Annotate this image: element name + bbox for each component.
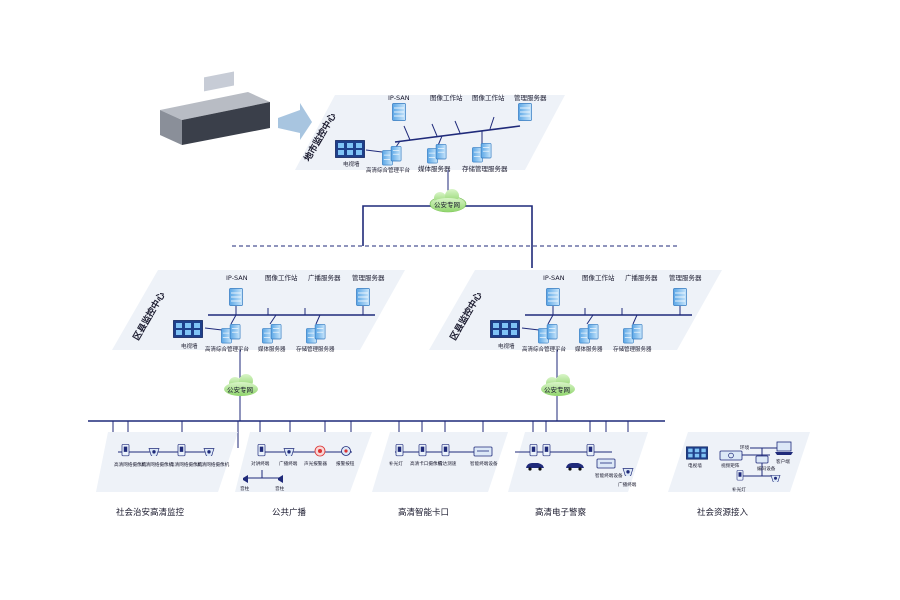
alarm-button-icon <box>341 446 351 456</box>
encoder-icon <box>755 455 769 464</box>
camera-icon <box>542 444 551 457</box>
city-bottom-label-3: 存储管理服务器 <box>462 164 508 173</box>
ip-san-icon <box>546 288 560 306</box>
broadcast-device-4: 报警按钮 <box>336 460 355 467</box>
laptop-icon <box>775 441 793 455</box>
social-title: 社会资源接入 <box>697 507 749 518</box>
cloud-label: 公安专网 <box>434 200 460 209</box>
broadcast-sub-2: 音柱 <box>275 485 285 492</box>
fill-light-icon <box>736 470 744 481</box>
fill-light-icon <box>395 444 404 457</box>
district-left-bottom-2: 媒体服务器 <box>258 345 286 353</box>
city-bottom-label-2: 媒体服务器 <box>418 164 451 173</box>
terminal-device-icon <box>596 458 616 469</box>
tv-wall-icon <box>686 446 708 460</box>
district-left-top-4: 管理服务器 <box>352 273 385 282</box>
district-left-bottom-1: 高清综合管理平台 <box>205 345 250 353</box>
broadcast-lines <box>248 451 352 479</box>
social-device-4: 客户端 <box>776 458 790 465</box>
district-right-wall-label: 电视墙 <box>498 342 515 350</box>
broadcast-device-3: 声光报警器 <box>304 460 327 467</box>
district-left-top-2: 图像工作站 <box>265 273 298 282</box>
security-title: 社会治安高清监控 <box>116 507 185 518</box>
city-top-label-3: 图像工作站 <box>472 93 505 102</box>
security-device-1: 高清网络摄像机 <box>114 461 147 468</box>
district-right-bottom-2: 媒体服务器 <box>575 345 603 353</box>
city-top-label-1: IP-SAN <box>388 94 410 102</box>
tv-wall-icon <box>490 320 520 338</box>
ip-san-icon <box>229 288 243 306</box>
city-top-label-4: 管理服务器 <box>514 93 547 102</box>
district-right-top-3: 广播服务器 <box>625 273 658 282</box>
camera-icon <box>586 444 595 457</box>
district-left-wall-label: 电视墙 <box>181 342 198 350</box>
district-right-top-1: IP-SAN <box>543 274 565 282</box>
checkpoint-device-2: 高清卡口摄像机 <box>410 460 443 467</box>
backbone-lines <box>362 170 533 268</box>
camera-icon <box>529 444 538 457</box>
checkpoint-device-3: 雷达测速 <box>438 460 457 467</box>
camera-icon <box>177 444 186 457</box>
district-left-network <box>204 306 375 380</box>
camera-icon <box>121 444 130 457</box>
police-title: 高清电子警察 <box>535 507 587 518</box>
city-wall-label: 电视墙 <box>343 160 360 168</box>
checkpoint-device-4: 智能终端设备 <box>470 460 498 467</box>
social-device-5: 补光灯 <box>732 486 746 493</box>
police-device-2: 广播终端 <box>618 481 637 488</box>
district-right-bottom-3: 存储管理服务器 <box>613 345 652 353</box>
alarm-light-icon <box>314 445 326 457</box>
tv-wall-icon <box>335 140 365 158</box>
camera-icon <box>418 444 427 457</box>
broadcast-title: 公共广播 <box>272 507 307 518</box>
police-device-1: 智能终端设备 <box>595 472 623 479</box>
broadcast-sub-1: 音柱 <box>240 485 250 492</box>
terminal-device-icon <box>473 446 493 457</box>
social-device-2: 视频矩阵 <box>721 462 740 469</box>
district-right-top-4: 管理服务器 <box>669 273 702 282</box>
social-switch-label: 环境 <box>740 444 750 451</box>
checkpoint-device-1: 补光灯 <box>389 460 403 467</box>
district-left-top-1: IP-SAN <box>226 274 248 282</box>
video-matrix-icon <box>719 450 743 461</box>
cloud-label: 公安专网 <box>544 385 570 394</box>
cloud-icon <box>429 189 467 213</box>
city-top-label-2: 图像工作站 <box>430 93 463 102</box>
cloud-icon <box>541 374 575 396</box>
checkpoint-title: 高清智能卡口 <box>398 507 449 518</box>
security-device-3: 高清网络摄像机 <box>170 461 203 468</box>
intercom-icon <box>257 444 266 457</box>
speaker-icon <box>278 475 283 483</box>
rack-server-image <box>160 71 312 145</box>
server-icon <box>356 288 370 306</box>
district-right-top-2: 图像工作站 <box>582 273 615 282</box>
speaker-icon <box>243 475 248 483</box>
district-left-top-3: 广播服务器 <box>308 273 341 282</box>
cloud-label: 公安专网 <box>227 385 253 394</box>
server-icon <box>673 288 687 306</box>
ip-san-icon <box>392 103 406 121</box>
radar-icon <box>441 444 450 457</box>
broadcast-device-2: 广播终端 <box>279 460 298 467</box>
server-icon <box>518 103 532 121</box>
security-device-4: 高清网络摄像机 <box>197 461 230 468</box>
security-device-2: 高清网络摄像机 <box>141 461 174 468</box>
tv-wall-icon <box>173 320 203 338</box>
broadcast-platform <box>235 432 372 492</box>
social-device-1: 电视墙 <box>688 462 702 469</box>
district-left-bottom-3: 存储管理服务器 <box>296 345 335 353</box>
broadcast-device-1: 对讲终端 <box>251 460 270 467</box>
district-right-bottom-1: 高清综合管理平台 <box>522 345 567 353</box>
district-right-network <box>521 306 692 380</box>
social-device-3: 编码设备 <box>757 465 776 472</box>
cloud-icon <box>224 374 258 396</box>
security-platform <box>96 432 238 492</box>
city-bottom-label-1: 高清综合管理平台 <box>366 166 411 174</box>
